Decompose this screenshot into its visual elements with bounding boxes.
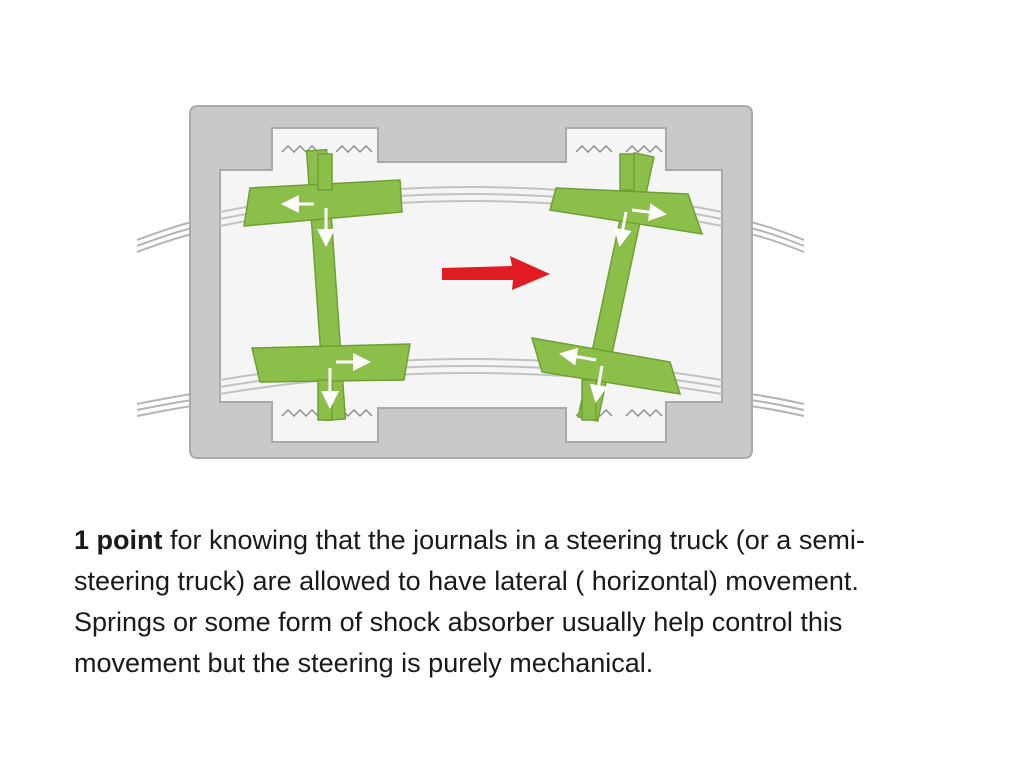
right-bottom-stem [581, 379, 597, 421]
left-top-stem [317, 153, 333, 191]
caption-body: for knowing that the journals in a steer… [74, 525, 865, 678]
left-top-journal [243, 179, 403, 227]
spring-left-top [281, 144, 373, 154]
right-motion-arrows [559, 203, 667, 403]
steering-truck-diagram [132, 62, 812, 492]
right-top-journal [549, 187, 704, 235]
outer-rail-left-bottom [136, 393, 193, 417]
spring-right-top [575, 144, 663, 154]
outer-rail-right-bottom [749, 393, 805, 417]
direction-arrow [442, 256, 550, 290]
left-motion-arrows [281, 195, 371, 409]
outer-rail-right-top [749, 221, 805, 253]
caption-text: 1 point for knowing that the journals in… [74, 520, 954, 684]
caption-lead: 1 point [74, 525, 163, 555]
outer-rail-left-top [136, 221, 193, 253]
right-top-stem [619, 153, 635, 191]
